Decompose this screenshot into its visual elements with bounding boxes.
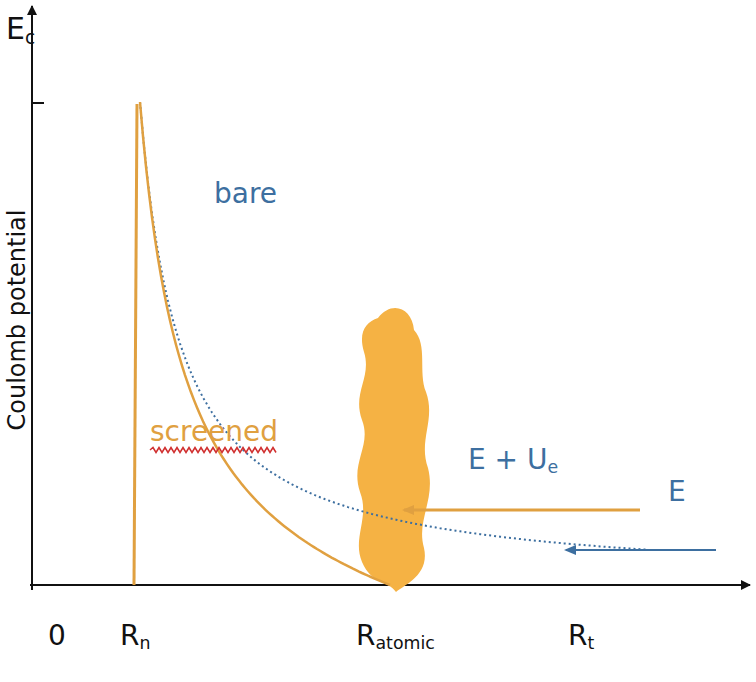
nuclear-wall: [134, 104, 137, 585]
atomic-electron-cloud: [357, 308, 430, 592]
screened-potential-curve: [140, 102, 390, 585]
energy-label: E: [668, 478, 686, 506]
axis-tick-label: Rt: [568, 622, 594, 653]
bare-energy-arrow: [566, 549, 716, 551]
axis-tick-label: 0: [48, 622, 66, 650]
axis-tick-label: Rn: [120, 622, 150, 653]
y-axis-title: Coulomb potential: [4, 209, 28, 430]
curve-label: screened: [150, 418, 278, 446]
bare-potential-curve: [140, 102, 648, 550]
y-axis: [31, 6, 33, 590]
energy-label: E + Ue: [468, 446, 558, 477]
screened-energy-arrow: [404, 509, 640, 512]
axis-energy-label: Ec: [6, 14, 35, 47]
curve-label: bare: [214, 180, 277, 208]
axis-tick-label: Ratomic: [356, 622, 435, 653]
ec-tick: [32, 102, 44, 104]
wavy-underline: [150, 448, 276, 453]
